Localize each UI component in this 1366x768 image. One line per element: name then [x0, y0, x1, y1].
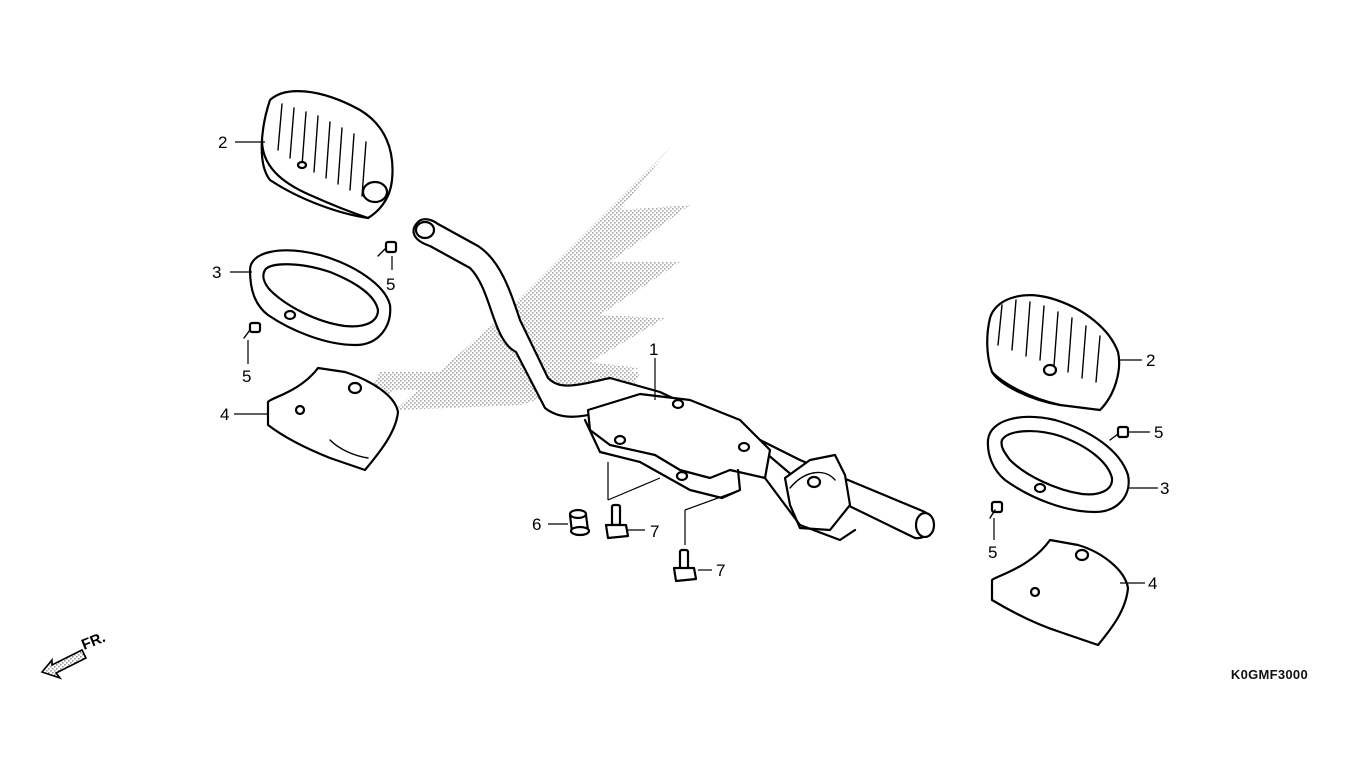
leader-lines [230, 141, 1158, 584]
callout-bolt-a: 7 [650, 522, 659, 541]
front-direction-arrow: FR. [40, 629, 108, 680]
collar [568, 508, 591, 537]
callout-bolt-b: 7 [716, 561, 725, 580]
left-step-cover [266, 366, 400, 472]
screw-right-lower [989, 500, 1004, 519]
flange-bolt-upper [604, 503, 630, 540]
left-step-frame [248, 249, 392, 347]
front-direction-label: FR. [79, 629, 108, 654]
screw-left-lower [243, 321, 262, 339]
callout-right-screw-b: 5 [988, 543, 997, 562]
step-bar [412, 218, 936, 542]
right-step-rubber [986, 294, 1121, 412]
screw-left-upper [377, 240, 398, 257]
flange-bolt-lower [672, 548, 698, 583]
right-step-frame [986, 415, 1130, 514]
callout-bar: 1 [649, 340, 658, 359]
diagram-part-code: K0GMF3000 [1230, 667, 1308, 682]
right-step-cover [990, 538, 1130, 647]
callout-left-frame: 3 [212, 263, 221, 282]
callout-right-frame: 3 [1160, 479, 1169, 498]
callout-left-cover: 4 [220, 405, 229, 424]
callouts: 2 3 5 5 4 1 6 7 7 2 5 3 5 4 [212, 133, 1169, 593]
callout-left-screw-a: 5 [386, 275, 395, 294]
callout-left-rubber: 2 [218, 133, 227, 152]
callout-right-screw-a: 5 [1154, 423, 1163, 442]
callout-collar: 6 [532, 515, 541, 534]
screw-right-upper [1109, 425, 1130, 441]
callout-right-cover: 4 [1148, 574, 1157, 593]
left-step-rubber [260, 90, 394, 220]
callout-left-screw-b: 5 [242, 367, 251, 386]
callout-right-rubber: 2 [1146, 351, 1155, 370]
